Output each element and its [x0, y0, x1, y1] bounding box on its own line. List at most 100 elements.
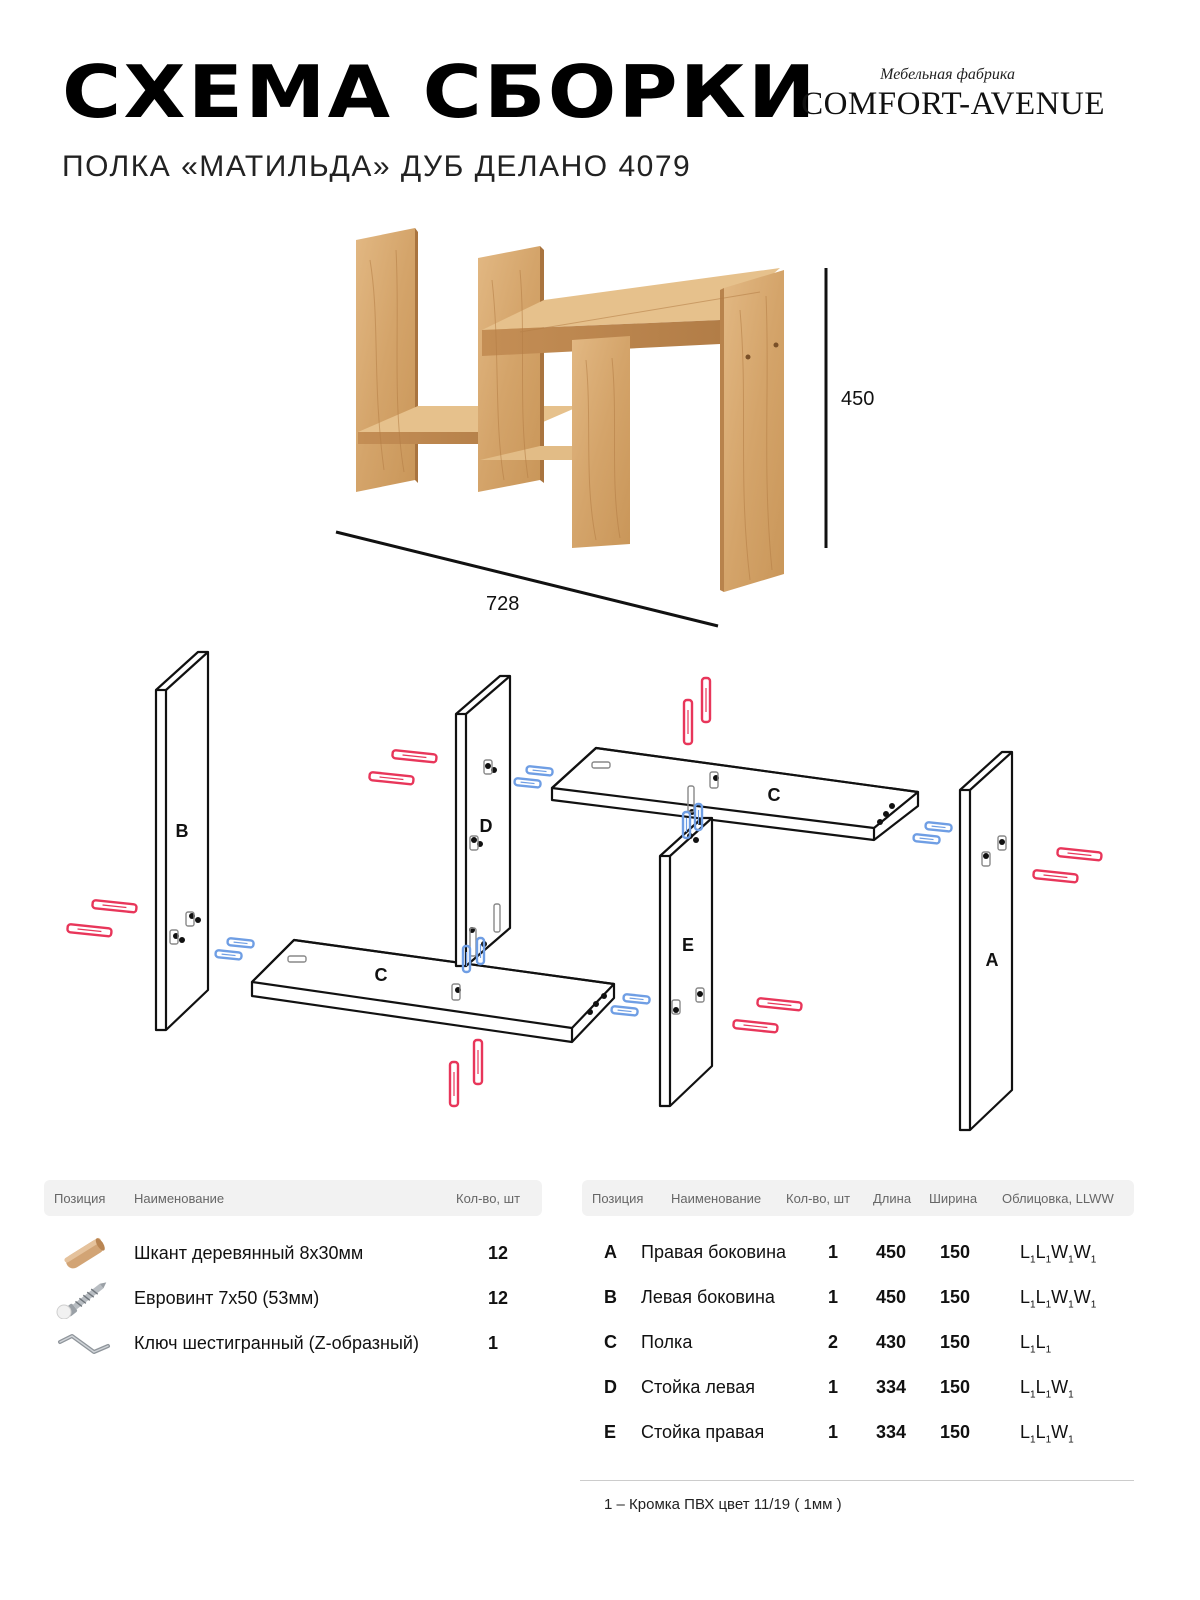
parts-table-header: Позиция Наименование Кол-во, шт: [44, 1180, 542, 1216]
panel-label-a: A: [986, 950, 999, 970]
detail-facing: L1L1W1W1: [1020, 1242, 1096, 1266]
parts-row: Ключ шестигранный (Z-образный) 1: [44, 1324, 542, 1364]
facing-letter: L: [1020, 1422, 1031, 1442]
facing-subscript: 1: [1090, 1254, 1097, 1266]
facing-letter: L: [1020, 1377, 1031, 1397]
details-col-length: Длина: [873, 1191, 912, 1206]
detail-width: 150: [940, 1377, 971, 1397]
facing-letter: L: [1035, 1422, 1046, 1442]
facing-subscript: 1: [1068, 1299, 1074, 1311]
facing-letter: W: [1051, 1242, 1069, 1262]
facing-letter: W: [1073, 1287, 1091, 1307]
detail-width: 150: [940, 1287, 971, 1307]
hex-key-icon: [58, 1334, 110, 1354]
panel-a: [958, 750, 1014, 1132]
facing-letter: L: [1035, 1377, 1046, 1397]
fitting-sockets: [169, 759, 1007, 1015]
facing-letter: W: [1051, 1287, 1069, 1307]
part-qty: 1: [488, 1333, 499, 1353]
parts-col-position: Позиция: [54, 1191, 106, 1206]
detail-name: Полка: [641, 1332, 693, 1352]
details-col-facing: Облицовка, LLWW: [1002, 1191, 1114, 1206]
details-col-name: Наименование: [671, 1191, 762, 1206]
detail-qty: 2: [828, 1332, 839, 1352]
detail-facing: L1L1W1: [1020, 1422, 1074, 1446]
facing-letter: W: [1051, 1377, 1069, 1397]
facing-letter: W: [1073, 1242, 1091, 1262]
panel-label-c-upper: C: [768, 785, 781, 805]
detail-qty: 1: [828, 1287, 839, 1307]
detail-length: 334: [876, 1422, 907, 1442]
brand-name: COMFORT-AVENUE: [801, 86, 1105, 122]
details-col-width: Ширина: [929, 1191, 978, 1206]
facing-letter: L: [1035, 1287, 1046, 1307]
facing-subscript: 1: [1045, 1434, 1052, 1446]
facing-subscript: 1: [1030, 1254, 1036, 1266]
facing-subscript: 1: [1045, 1389, 1052, 1401]
detail-length: 334: [876, 1377, 907, 1397]
detail-position: C: [604, 1332, 617, 1352]
detail-position: A: [604, 1242, 617, 1262]
detail-width: 150: [940, 1422, 971, 1442]
details-table-header: Позиция Наименование Кол-во, шт Длина Ши…: [582, 1180, 1134, 1216]
detail-qty: 1: [828, 1242, 839, 1262]
facing-letter: L: [1035, 1242, 1046, 1262]
facing-subscript: 1: [1030, 1389, 1036, 1401]
part-qty: 12: [488, 1288, 509, 1308]
width-dimension-line: [335, 530, 719, 628]
facing-subscript: 1: [1045, 1344, 1052, 1356]
product-subtitle: ПОЛКА «МАТИЛЬДА» ДУБ ДЕЛАНО 4079: [62, 150, 692, 183]
detail-name: Стойка правая: [641, 1422, 765, 1442]
facing-subscript: 1: [1030, 1344, 1036, 1356]
facing-subscript: 1: [1030, 1299, 1036, 1311]
part-qty: 12: [488, 1243, 509, 1263]
facing-letter: L: [1035, 1332, 1046, 1352]
detail-facing: L1L1: [1020, 1332, 1051, 1356]
facing-subscript: 1: [1030, 1434, 1036, 1446]
facing-subscript: 1: [1068, 1434, 1074, 1446]
detail-length: 430: [876, 1332, 907, 1352]
detail-name: Левая боковина: [641, 1287, 775, 1307]
facing-letter: L: [1020, 1287, 1031, 1307]
detail-width: 150: [940, 1242, 971, 1262]
facing-subscript: 1: [1068, 1389, 1074, 1401]
brand-logo: Мебельная фабрика COMFORT-AVENUE: [801, 66, 1105, 123]
parts-row: Шкант деревянный 8х30мм 12: [44, 1234, 542, 1274]
detail-length: 450: [876, 1242, 907, 1262]
details-col-qty: Кол-во, шт: [786, 1191, 851, 1206]
details-row: C Полка 2 430 150 L1L1: [582, 1323, 1134, 1363]
detail-facing: L1L1W1: [1020, 1377, 1074, 1401]
detail-position: E: [604, 1422, 617, 1442]
parts-col-name: Наименование: [134, 1191, 225, 1206]
detail-name: Стойка левая: [641, 1377, 756, 1397]
edge-band-footnote: 1 – Кромка ПВХ цвет 11/19 ( 1мм ): [604, 1496, 842, 1513]
facing-letter: L: [1020, 1242, 1031, 1262]
panel-c-lower: [250, 938, 616, 1044]
width-dimension-label: 728: [486, 593, 520, 615]
height-dimension-label: 450: [841, 388, 875, 410]
panel-label-c-lower: C: [375, 965, 388, 985]
part-name: Ключ шестигранный (Z-образный): [134, 1333, 419, 1353]
panel-label-e: E: [682, 935, 694, 955]
panel-label-b: B: [176, 821, 189, 841]
page-title: СХЕМА СБОРКИ: [62, 50, 818, 134]
part-name: Евровинт 7х50 (53мм): [134, 1288, 320, 1308]
detail-width: 150: [940, 1332, 971, 1352]
detail-facing: L1L1W1W1: [1020, 1287, 1096, 1311]
detail-qty: 1: [828, 1377, 839, 1397]
detail-length: 450: [876, 1287, 907, 1307]
panel-label-d: D: [480, 816, 493, 836]
euro-screw-icon: [56, 1282, 107, 1319]
dowel-markers: [65, 676, 1103, 1108]
shelf-product-render: [356, 228, 784, 592]
assembly-illustration: B D C C E A: [65, 228, 1103, 1132]
panel-e: [658, 816, 714, 1108]
details-col-position: Позиция: [592, 1191, 644, 1206]
facing-subscript: 1: [1045, 1299, 1052, 1311]
part-name: Шкант деревянный 8х30мм: [134, 1243, 364, 1263]
panel-d: [454, 674, 512, 968]
panel-b: [154, 650, 210, 1032]
